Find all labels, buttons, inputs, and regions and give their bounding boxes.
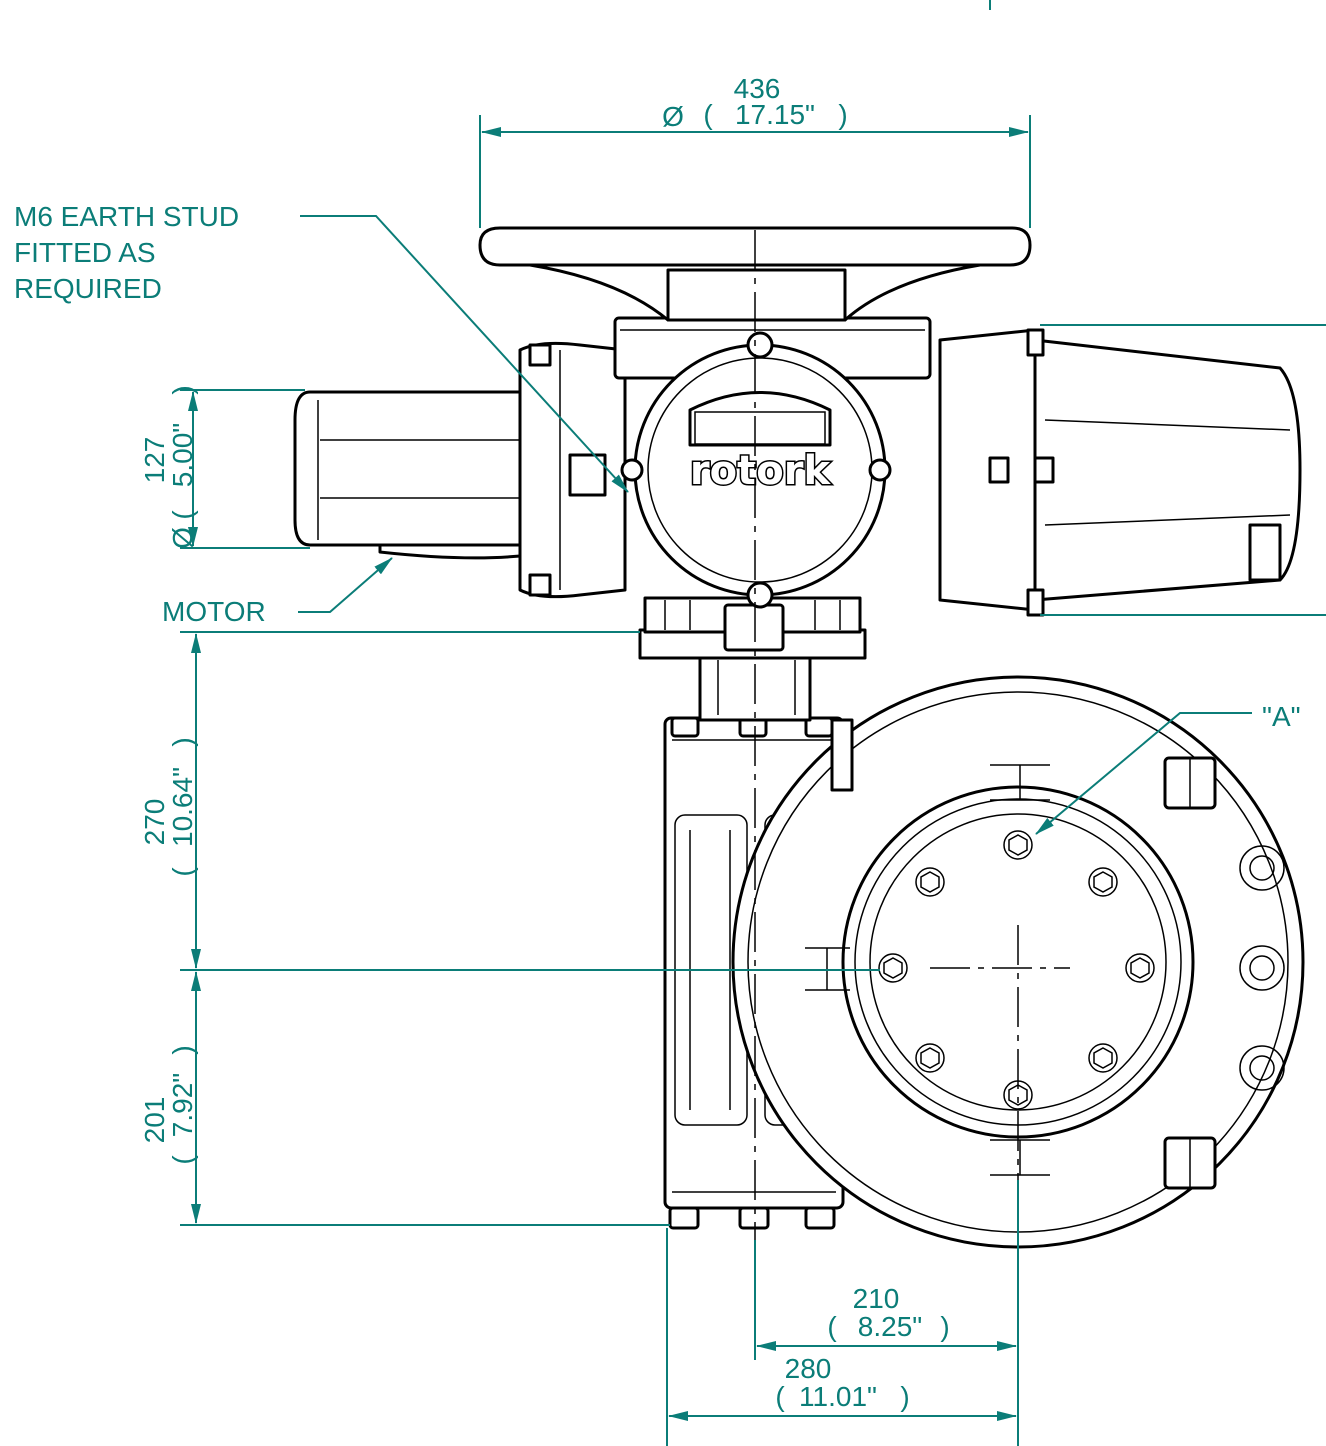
height-upper-inch: 10.64" bbox=[167, 767, 198, 847]
diameter-symbol: Ø bbox=[662, 101, 684, 132]
dimension-offset-inner: 210 ( 8.25" ) bbox=[754, 1180, 1019, 1446]
earth-stud-line-3: REQUIRED bbox=[14, 273, 162, 304]
motor-label: MOTOR bbox=[162, 596, 266, 627]
dimension-handwheel-diameter: 436 Ø ( 17.15" ) bbox=[479, 73, 1031, 228]
svg-text:): ) bbox=[900, 1381, 909, 1412]
offset-outer-mm: 280 bbox=[785, 1353, 832, 1384]
actuator-body: rotork bbox=[293, 226, 1305, 1249]
dimension-height-lower: 201 ( 7.92" ) bbox=[139, 971, 670, 1226]
dimension-height-upper: 270 ( 10.64" ) bbox=[139, 631, 880, 971]
dimension-motor-diameter: 127 5.00" ( ) Ø bbox=[139, 385, 310, 549]
svg-text:(: ( bbox=[167, 510, 198, 520]
height-lower-inch: 7.92" bbox=[167, 1073, 198, 1137]
offset-inner-mm: 210 bbox=[853, 1283, 900, 1314]
svg-text:): ) bbox=[167, 385, 198, 394]
motor-diameter-mm: 127 bbox=[139, 437, 170, 484]
handwheel-diameter-inch: 17.15" bbox=[735, 99, 815, 130]
handwheel-diameter-mm: 436 bbox=[734, 73, 781, 104]
control-box bbox=[938, 328, 1302, 617]
svg-text:): ) bbox=[940, 1311, 949, 1342]
height-upper-mm: 270 bbox=[139, 799, 170, 846]
offset-inner-inch: 8.25" bbox=[858, 1311, 922, 1342]
main-cover: rotork bbox=[620, 331, 892, 609]
svg-text:(: ( bbox=[827, 1311, 837, 1342]
callout-earth-stud: M6 EARTH STUD FITTED AS REQUIRED bbox=[14, 201, 629, 493]
offset-outer-inch: 11.01" bbox=[799, 1381, 877, 1412]
callout-view-a: "A" bbox=[1035, 701, 1301, 835]
svg-text:(: ( bbox=[167, 867, 198, 877]
svg-text:(: ( bbox=[703, 99, 713, 130]
earth-stud-line-1: M6 EARTH STUD bbox=[14, 201, 239, 232]
view-a-label: "A" bbox=[1262, 701, 1301, 732]
svg-text:): ) bbox=[838, 99, 847, 130]
height-lower-mm: 201 bbox=[139, 1097, 170, 1144]
svg-text:(: ( bbox=[167, 1155, 198, 1165]
earth-stud-line-2: FITTED AS bbox=[14, 237, 156, 268]
brand-logo: rotork bbox=[690, 448, 832, 494]
motor bbox=[293, 341, 627, 599]
svg-text:): ) bbox=[167, 1045, 198, 1054]
motor-diameter-symbol: Ø bbox=[167, 527, 198, 549]
motor-diameter-inch: 5.00" bbox=[167, 423, 198, 487]
svg-text:): ) bbox=[167, 737, 198, 746]
callout-motor: MOTOR bbox=[162, 557, 393, 627]
dimension-offset-outer: 280 ( 11.01" ) bbox=[666, 1228, 1017, 1446]
svg-text:(: ( bbox=[775, 1381, 785, 1412]
